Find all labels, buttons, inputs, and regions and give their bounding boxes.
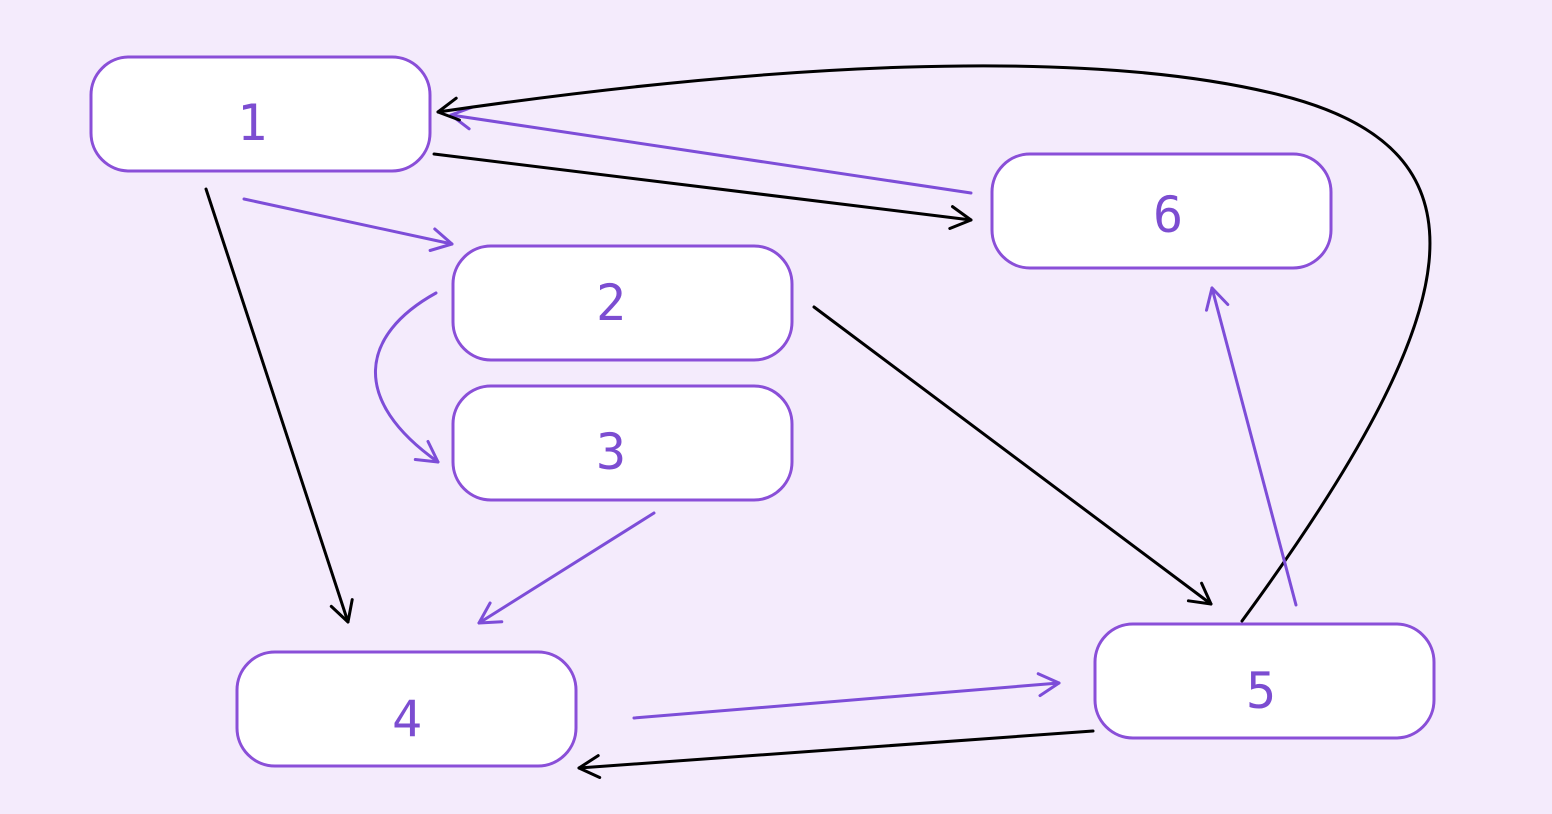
arrowhead <box>413 440 440 464</box>
node-label: 5 <box>1246 662 1276 720</box>
edge-6-1 <box>449 105 973 195</box>
edge-line <box>374 291 440 464</box>
nodes-layer: 1 2 3 4 5 6 <box>89 55 1436 768</box>
node-1[interactable]: 1 <box>89 55 432 173</box>
edge-1-6 <box>432 152 973 230</box>
edge-5-4 <box>577 729 1095 779</box>
edge-1-2 <box>242 197 454 252</box>
edge-line <box>577 729 1095 770</box>
edge-1-4 <box>204 187 354 624</box>
edge-5-1 <box>436 64 1432 623</box>
edge-line <box>812 305 1213 606</box>
edge-line <box>432 152 973 222</box>
node-2[interactable]: 2 <box>451 244 794 362</box>
edge-line <box>436 64 1432 623</box>
arrowhead <box>1186 581 1213 606</box>
arrowhead <box>428 227 454 252</box>
node-4[interactable]: 4 <box>235 650 578 768</box>
arrowhead <box>477 601 504 625</box>
node-6[interactable]: 6 <box>990 152 1333 270</box>
node-label: 2 <box>596 274 626 332</box>
node-3[interactable]: 3 <box>451 384 794 502</box>
node-5[interactable]: 5 <box>1093 622 1436 740</box>
edge-line <box>449 113 973 195</box>
arrowhead <box>1036 672 1061 698</box>
edge-2-3 <box>374 291 440 464</box>
arrowhead <box>436 96 461 122</box>
edge-line <box>632 681 1061 720</box>
edge-line <box>204 187 350 624</box>
arrowhead <box>948 205 973 230</box>
edge-line <box>477 511 656 625</box>
edge-line <box>242 197 454 246</box>
arrowhead <box>577 754 602 779</box>
node-label: 3 <box>596 423 626 481</box>
edge-5-6 <box>1205 286 1298 607</box>
edges-layer <box>204 64 1432 779</box>
edge-line <box>1210 286 1298 607</box>
arrowhead <box>449 105 474 131</box>
node-label: 6 <box>1153 186 1183 244</box>
edge-2-5 <box>812 305 1213 606</box>
arrowhead <box>1205 286 1230 312</box>
node-label: 4 <box>392 690 422 748</box>
arrowhead <box>329 598 354 624</box>
edge-3-4 <box>477 511 656 625</box>
node-label: 1 <box>237 94 267 152</box>
edge-4-5 <box>632 672 1061 720</box>
